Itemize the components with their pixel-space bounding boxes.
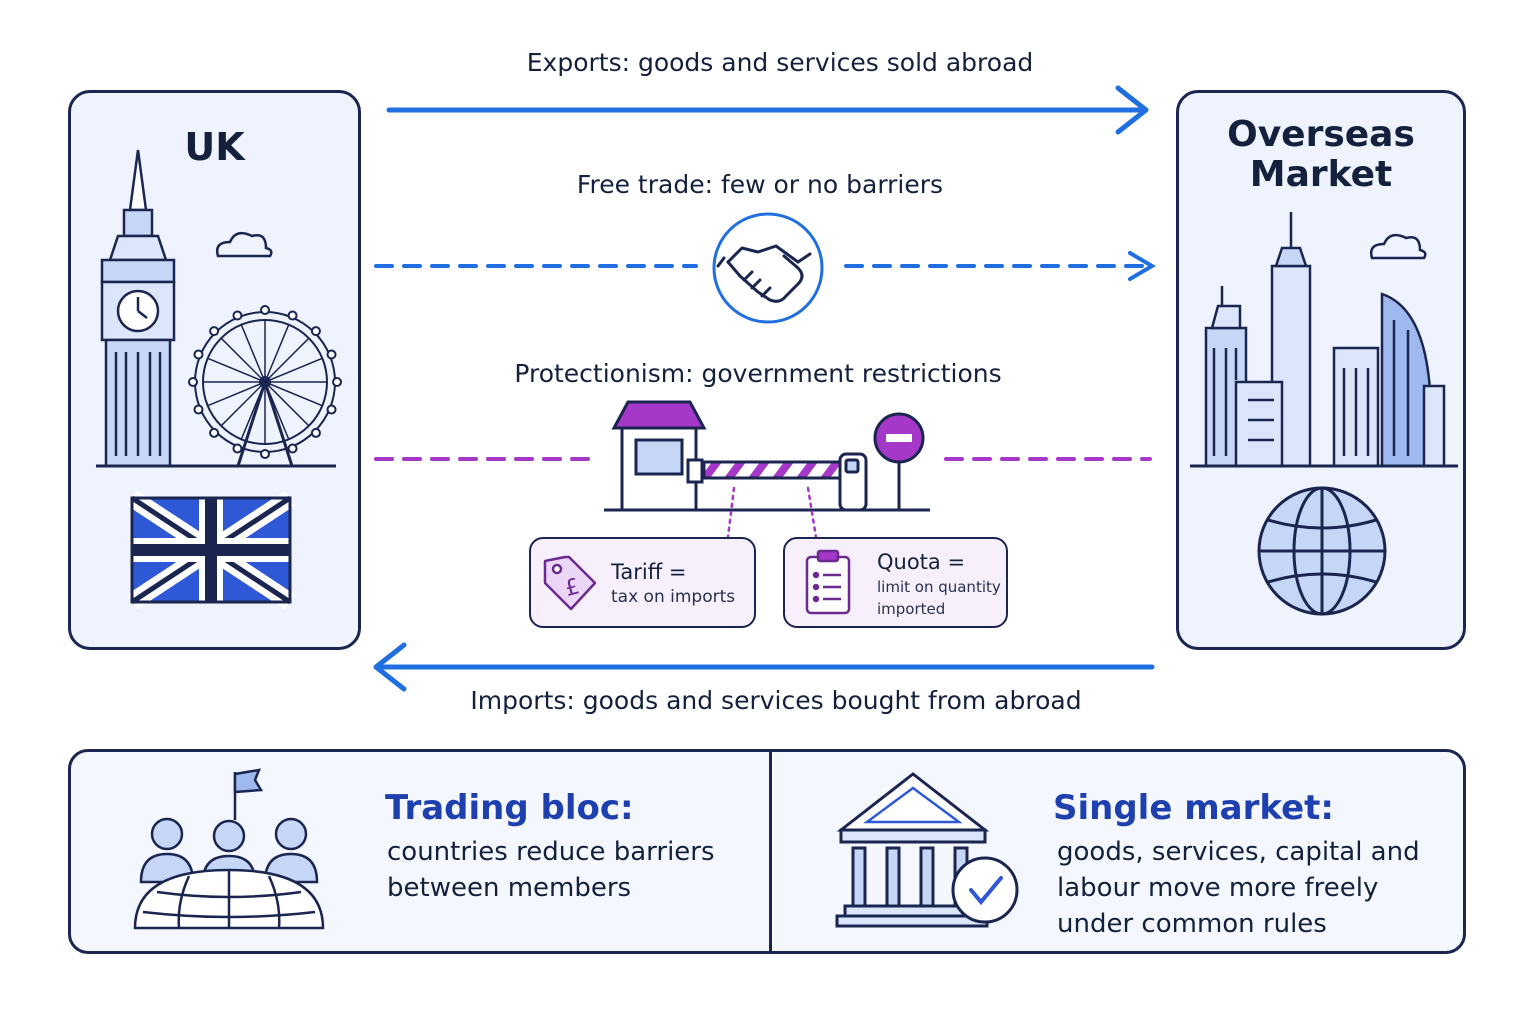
union-jack-flag-icon [127, 490, 295, 610]
wheel-spoke [220, 337, 266, 383]
cloud-icon [1370, 233, 1427, 260]
overseas-landmarks [1190, 212, 1458, 616]
bank-building-icon [835, 772, 1019, 928]
big-ben-icon [100, 149, 176, 468]
barrier-gate-icon [702, 452, 868, 512]
wheel-capsule [326, 404, 337, 415]
uk-panel: UK [68, 90, 361, 650]
wheel-spoke [264, 381, 310, 427]
bottom-panel: Trading bloc: countries reduce barriers … [68, 749, 1466, 954]
barrier-stripe [724, 462, 746, 478]
wheel-spoke [264, 357, 323, 383]
tariff-text: tax on imports [611, 587, 736, 607]
quota-callout: Quota = limit on quantity imported [783, 537, 1008, 628]
wheel-spoke [207, 381, 266, 407]
barrier-stripe [820, 462, 842, 478]
overseas-panel: Overseas Market [1176, 90, 1466, 650]
imports-label: Imports: goods and services bought from … [470, 686, 1082, 715]
wheel-capsule [188, 377, 198, 387]
barrier-stripe [796, 462, 818, 478]
people-globe-icon [133, 768, 325, 930]
wheel-capsule [287, 443, 298, 454]
wheel-spoke [207, 357, 266, 383]
protectionism-label: Protectionism: government restrictions [514, 359, 1002, 388]
tariff-connector [726, 486, 736, 539]
skyscrapers-icon [1204, 212, 1446, 468]
checkmark-icon [951, 856, 1019, 924]
wheel-capsule [193, 349, 204, 360]
wheel-spoke [264, 381, 323, 407]
barrier-stripe [772, 462, 794, 478]
quota-title: Quota = [877, 550, 966, 574]
overseas-title: Overseas Market [1227, 114, 1415, 195]
bottom-divider [769, 752, 772, 951]
handshake-icon [712, 212, 824, 324]
tariff-callout: £ Tariff = tax on imports [529, 537, 756, 628]
wheel-capsule [287, 310, 298, 321]
ferris-wheel-icon [188, 305, 342, 467]
wheel-spoke [264, 324, 290, 383]
wheel-spoke [220, 381, 266, 427]
trading-bloc-text: countries reduce barriers between member… [387, 837, 715, 903]
border-booth-icon [611, 400, 707, 512]
wheel-capsule [260, 449, 270, 459]
cloud-icon [216, 231, 273, 258]
wheel-capsule [260, 305, 270, 315]
wheel-capsule [310, 427, 321, 438]
exports-label: Exports: goods and services sold abroad [526, 48, 1034, 77]
wheel-capsule [232, 443, 243, 454]
no-entry-sign-icon [873, 412, 925, 510]
uk-title: UK [184, 125, 245, 169]
barrier-stripe [704, 462, 722, 478]
wheel-capsule [332, 377, 342, 387]
pound-tag-icon: £ [543, 555, 597, 611]
single-market-text: goods, services, capital and labour move… [1057, 837, 1420, 939]
wheel-capsule [209, 427, 220, 438]
single-market-title: Single market: [1053, 788, 1334, 828]
trading-bloc-title: Trading bloc: [385, 788, 634, 828]
wheel-capsule [326, 349, 337, 360]
free-trade-label: Free trade: few or no barriers [576, 170, 944, 199]
wheel-capsule [193, 404, 204, 415]
exports-arrow [386, 85, 1149, 135]
wheel-spoke [240, 324, 266, 383]
globe-icon [1257, 486, 1387, 616]
barrier-stripe [748, 462, 770, 478]
wheel-capsule [310, 326, 321, 337]
wheel-capsule [232, 310, 243, 321]
wheel-spoke [264, 337, 310, 383]
uk-landmarks [96, 149, 342, 610]
imports-arrow [373, 642, 1155, 692]
quota-text: limit on quantity imported [877, 578, 1001, 618]
tariff-title: Tariff = [611, 560, 687, 584]
wheel-capsule [209, 326, 220, 337]
quota-connector [806, 486, 818, 539]
svg-text:£: £ [562, 574, 582, 602]
clipboard-list-icon [805, 549, 851, 615]
